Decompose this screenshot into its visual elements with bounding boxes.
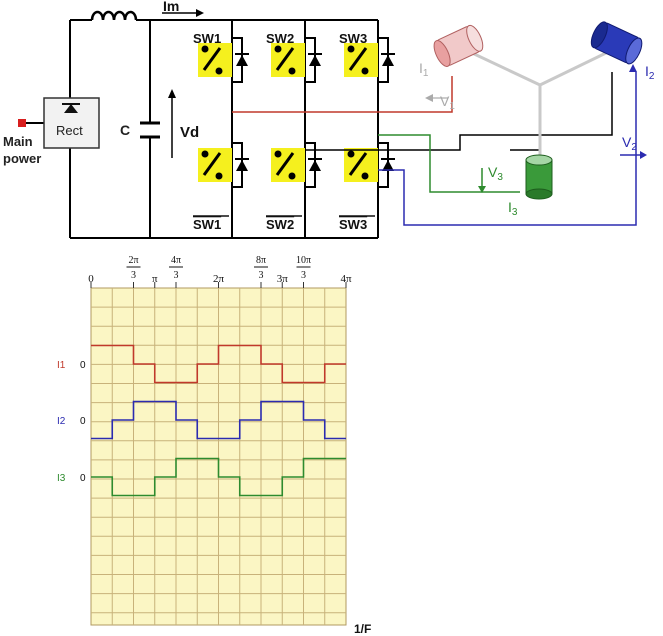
switch-blade-icon: [202, 152, 222, 176]
coil-3: [525, 154, 553, 200]
series-name-i1: I1: [57, 360, 66, 371]
switch-high-2: [271, 37, 322, 83]
vd-label: Vd: [180, 124, 199, 141]
im-arrow-head: [196, 9, 204, 17]
x-tick-denominator: 3: [173, 270, 178, 281]
diode-icon: [236, 55, 248, 66]
series-line-i1: [91, 344, 346, 384]
switch-blade-icon: [202, 47, 222, 71]
x-tick-label: π: [152, 273, 158, 285]
diode-icon: [236, 160, 248, 171]
x-tick-denominator: 3: [259, 270, 264, 281]
series-line-i2: [91, 400, 346, 440]
plot-grid: [91, 288, 346, 625]
v3-label: V3: [488, 164, 503, 183]
switch-layer: [198, 37, 395, 188]
v1-arrow-icon: [425, 94, 433, 102]
series-zero-label: 0: [80, 360, 86, 371]
x-end-label: 1/F: [354, 622, 371, 636]
x-tick-label: 2π: [213, 273, 225, 285]
phase1-wire: [232, 76, 453, 113]
v1-label: V1: [440, 93, 455, 112]
main-power-label-2: power: [3, 151, 41, 166]
switch-low-1: [198, 142, 249, 188]
v2-label: V2: [622, 134, 637, 153]
series-zero-label: 0: [80, 416, 86, 427]
x-tick-label: 4π: [340, 273, 352, 285]
sw3-top-label: SW3: [339, 31, 367, 46]
x-tick-label: 3π: [277, 273, 289, 285]
series-line-i3: [91, 457, 346, 497]
switch-blade-icon: [275, 152, 295, 176]
rectifier-label: Rect: [56, 123, 83, 138]
switch-contact-icon: [201, 45, 209, 53]
x-tick-numerator: 2π: [128, 255, 138, 266]
main-power-label-1: Main: [3, 134, 33, 149]
inverter-circuit: Main power Rect C Vd Im SW1 SW2 SW3 SW1 …: [3, 0, 655, 239]
coil-1: [433, 24, 484, 67]
phase2-neutral-wire: [305, 72, 613, 151]
x-tick-numerator: 8π: [256, 255, 266, 266]
sw3-bottom-label: SW3: [339, 217, 367, 232]
switch-contact-icon: [274, 45, 282, 53]
v3-arrow-icon: [478, 186, 486, 193]
switch-contact-icon: [201, 150, 209, 158]
main-power-terminal: [18, 119, 26, 127]
switch-blade-icon: [348, 47, 368, 71]
sw2-top-label: SW2: [266, 31, 294, 46]
series-zero-label: 0: [80, 473, 86, 484]
switch-low-3: [344, 142, 395, 188]
phase3-wire: [378, 134, 520, 193]
x-tick-denominator: 3: [301, 270, 306, 281]
im-label: Im: [163, 0, 179, 14]
x-tick-label: 0: [88, 273, 94, 285]
rectifier-diode-icon: [64, 104, 78, 113]
i3-label: I3: [508, 199, 518, 218]
vd-arrow-head: [168, 89, 176, 98]
i2-label: I2: [645, 63, 655, 82]
switch-contact-icon: [215, 172, 223, 180]
switch-contact-icon: [215, 67, 223, 75]
inductor-coil: [90, 10, 138, 21]
star-arm-1: [469, 50, 541, 87]
switch-contact-icon: [361, 67, 369, 75]
diode-icon: [309, 160, 321, 171]
i2-arrow-icon: [629, 64, 637, 72]
switch-contact-icon: [288, 67, 296, 75]
diode-icon: [382, 55, 394, 66]
switch-high-1: [198, 37, 249, 83]
x-tick-numerator: 10π: [296, 255, 311, 266]
x-tick-denominator: 3: [131, 270, 136, 281]
switch-contact-icon: [288, 172, 296, 180]
series-name-i3: I3: [57, 473, 66, 484]
v2-arrow-icon: [640, 151, 647, 159]
capacitor-label: C: [120, 122, 130, 138]
i1-label: I1: [419, 60, 429, 79]
x-tick-numerator: 4π: [171, 255, 181, 266]
series-name-i2: I2: [57, 416, 66, 427]
sw2-bottom-label: SW2: [266, 217, 294, 232]
switch-high-3: [344, 37, 395, 83]
sw1-bottom-label: SW1: [193, 217, 221, 232]
switch-blade-icon: [275, 47, 295, 71]
phase2-return-wire: [378, 72, 637, 226]
switch-blade-icon: [348, 152, 368, 176]
switch-contact-icon: [347, 45, 355, 53]
switch-contact-icon: [347, 150, 355, 158]
motor-star: [469, 50, 609, 158]
switch-low-2: [271, 142, 322, 188]
star-arm-2: [539, 50, 609, 87]
switch-contact-icon: [361, 172, 369, 180]
sw1-top-label: SW1: [193, 31, 221, 46]
switch-contact-icon: [274, 150, 282, 158]
coil-2: [590, 21, 643, 65]
diode-icon: [309, 55, 321, 66]
diode-icon: [382, 160, 394, 171]
